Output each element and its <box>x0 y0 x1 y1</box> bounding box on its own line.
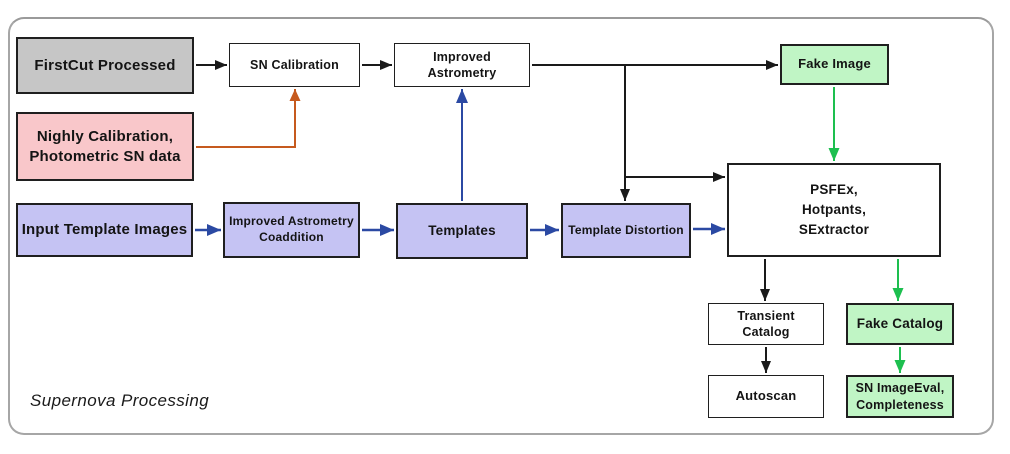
node-input-template-images: Input Template Images <box>16 203 193 257</box>
node-sn-calibration: SN Calibration <box>229 43 360 87</box>
node-improved-astrometry-coaddition: Improved Astrometry Coaddition <box>223 202 360 258</box>
node-templates: Templates <box>396 203 528 259</box>
node-psfex-hotpants-sextractor: PSFEx, Hotpants, SExtractor <box>727 163 941 257</box>
node-transient-catalog: Transient Catalog <box>708 303 824 345</box>
node-autoscan: Autoscan <box>708 375 824 418</box>
diagram-caption: Supernova Processing <box>30 391 210 410</box>
node-nighly-calibration: Nighly Calibration, Photometric SN data <box>16 112 194 181</box>
node-fake-catalog: Fake Catalog <box>846 303 954 345</box>
node-fake-image: Fake Image <box>780 44 889 85</box>
node-sn-imageeval-completeness: SN ImageEval, Completeness <box>846 375 954 418</box>
node-improved-astrometry: Improved Astrometry <box>394 43 530 87</box>
node-firstcut-processed: FirstCut Processed <box>16 37 194 94</box>
node-template-distortion: Template Distortion <box>561 203 691 258</box>
